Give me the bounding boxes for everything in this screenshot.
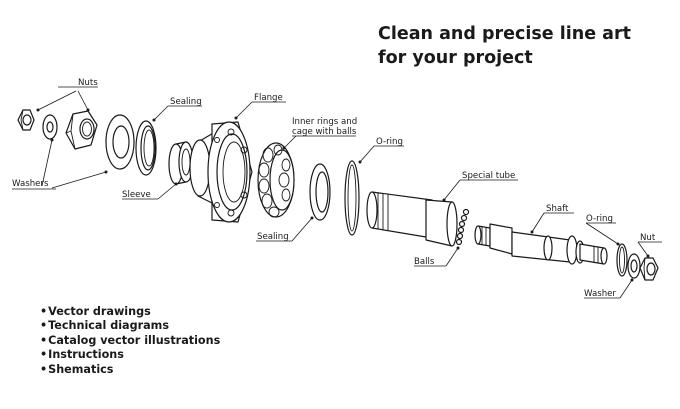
washer-right (627, 253, 641, 279)
large-washer (105, 114, 135, 170)
large-nut (65, 110, 98, 150)
label-special-tube: Special tube (462, 171, 515, 181)
label-inner-rings-1: Inner rings and (292, 117, 357, 127)
label-flange: Flange (254, 93, 283, 103)
label-balls: Balls (414, 257, 435, 267)
feature-item: Instructions (40, 348, 220, 362)
label-nut: Nut (640, 233, 656, 243)
feature-item: Vector drawings (40, 305, 220, 319)
label-sleeve: Sleeve (122, 190, 151, 200)
label-oring-right: O-ring (586, 214, 613, 224)
label-sealing-bottom: Sealing (257, 232, 289, 242)
label-shaft: Shaft (546, 204, 569, 214)
headline-line-2: for your project (378, 48, 533, 68)
oring-top (344, 160, 360, 236)
sealing-ring-top (135, 120, 157, 176)
small-washer (42, 114, 58, 140)
feature-item: Shematics (40, 363, 220, 377)
leader-lines (12, 86, 662, 299)
shaft (474, 223, 608, 265)
special-tube (366, 191, 458, 247)
label-nuts: Nuts (78, 78, 98, 88)
feature-item: Catalog vector illustrations (40, 334, 220, 348)
feature-list: Vector drawings Technical diagrams Catal… (40, 305, 220, 377)
label-oring-top: O-ring (376, 137, 403, 147)
headline-line-1: Clean and precise line art (378, 24, 631, 44)
oring-right (616, 243, 628, 277)
part-labels: Nuts Washers Sealing Flange Sleeve Inner… (12, 78, 656, 299)
balls (455, 208, 470, 246)
label-inner-rings-2: cage with balls (292, 127, 357, 137)
bearing-cage (257, 142, 295, 218)
sealing-ring-bottom (309, 163, 331, 221)
sleeve (168, 141, 194, 185)
label-washers: Washers (12, 179, 49, 189)
label-washer: Washer (584, 289, 616, 299)
nut-right (639, 257, 659, 281)
small-nut (17, 109, 35, 131)
label-sealing-top: Sealing (170, 97, 202, 107)
flange (189, 121, 253, 223)
feature-item: Technical diagrams (40, 319, 220, 333)
headline: Clean and precise line art for your proj… (378, 22, 668, 70)
